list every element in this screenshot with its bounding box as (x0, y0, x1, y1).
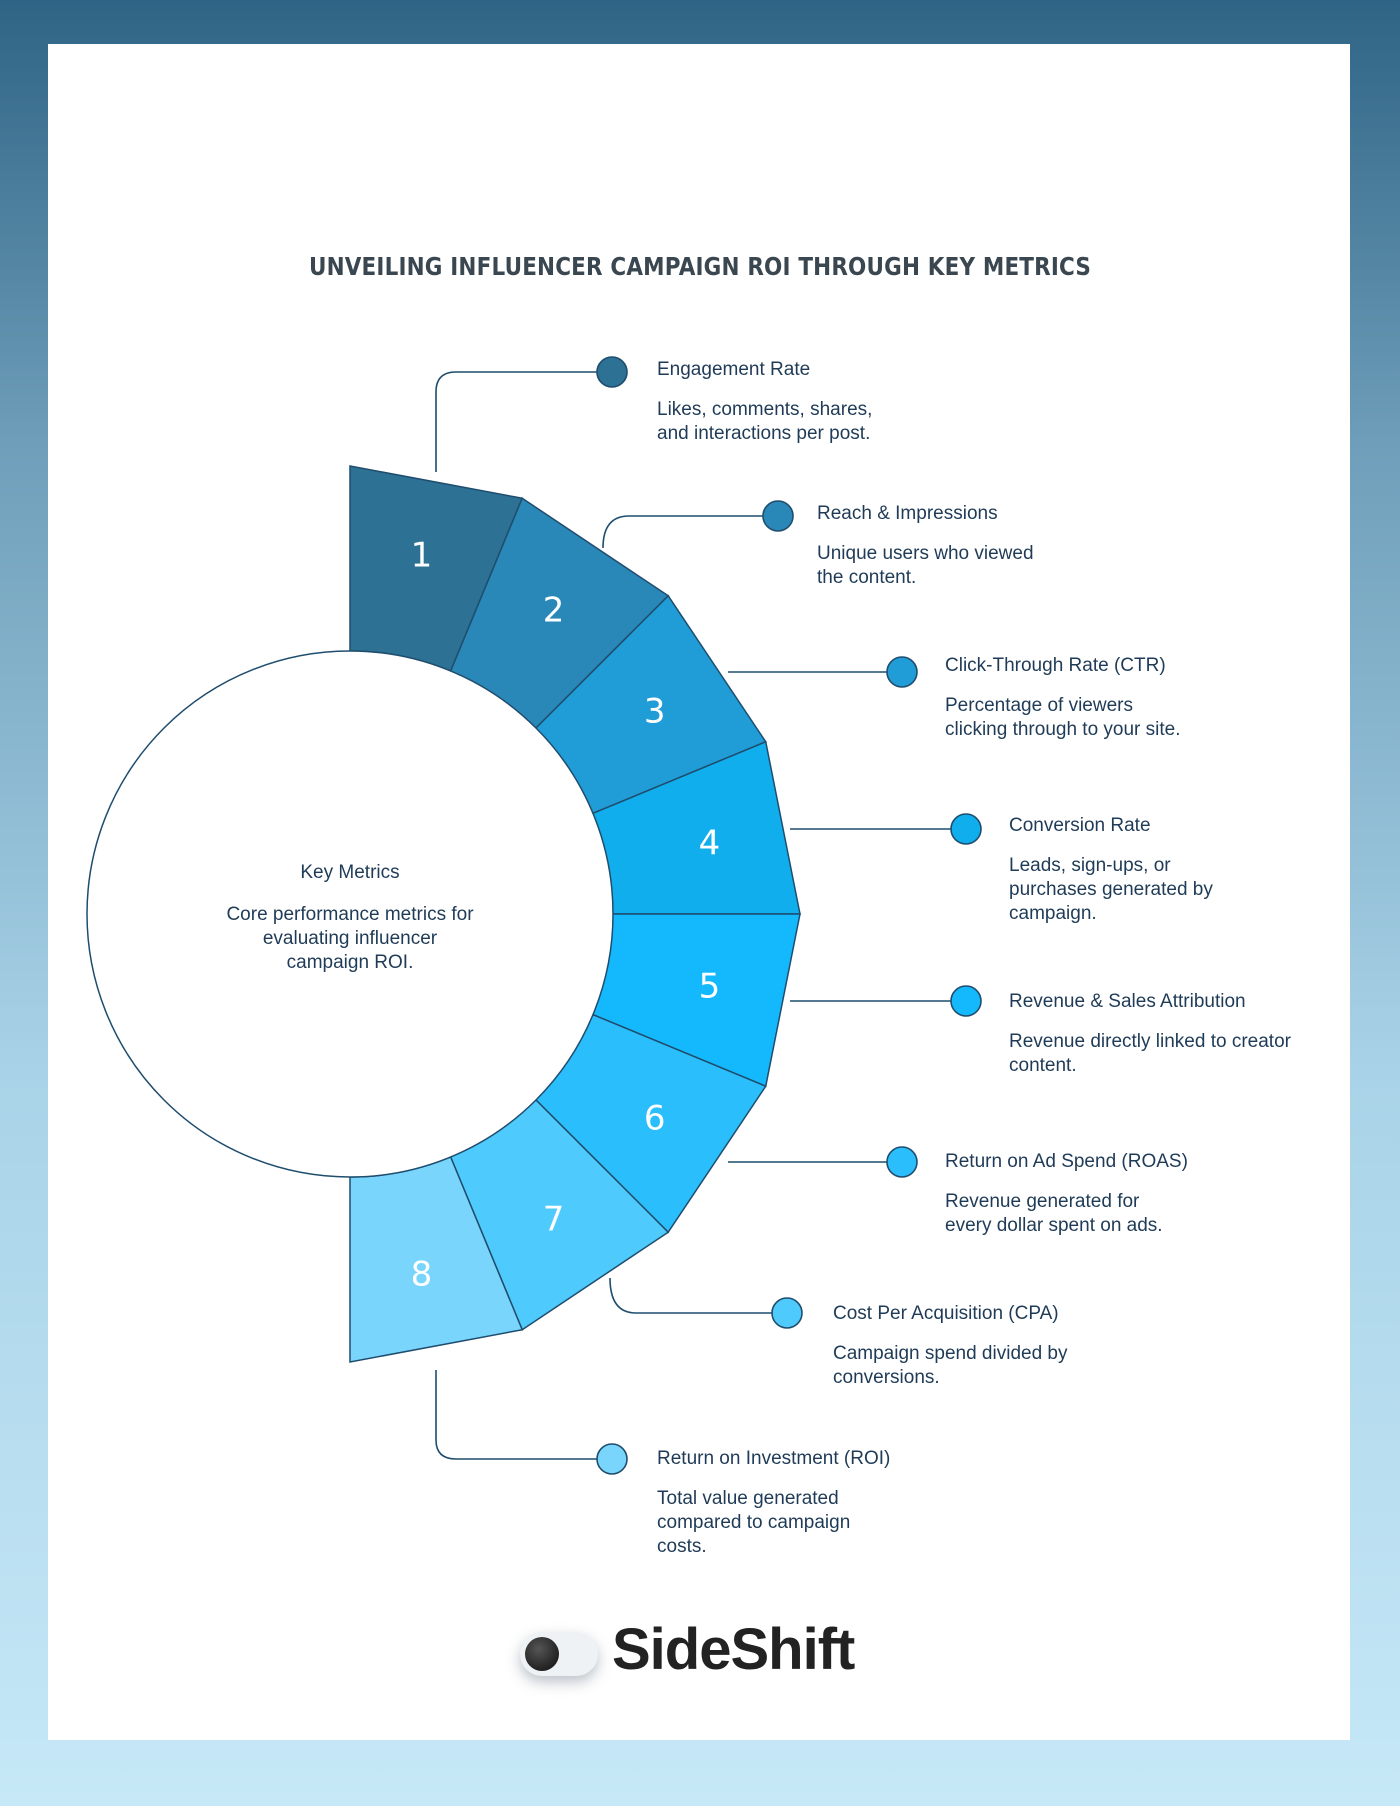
page-title: Unveiling Influencer Campaign ROI Throug… (308, 252, 1092, 281)
metric-title: Click-Through Rate (CTR) (945, 655, 1166, 676)
marker-dot (596, 1443, 628, 1475)
marker-dot (886, 1146, 918, 1178)
segment-number: 5 (699, 967, 721, 1007)
marker-dot (886, 656, 918, 688)
metric-title: Conversion Rate (1009, 815, 1151, 836)
metric-description: Revenue directly linked to creator conte… (1009, 1031, 1291, 1076)
metric-description: Leads, sign-ups, or purchases generated … (1009, 855, 1213, 924)
marker-dot (950, 985, 982, 1017)
connector-line (435, 371, 598, 472)
toggle-icon (520, 1632, 598, 1676)
brand-logo: SideShift (520, 1610, 900, 1700)
center-title: Key Metrics (300, 862, 400, 883)
metric-description: Campaign spend divided by conversions. (833, 1343, 1068, 1388)
segment-number: 8 (411, 1254, 433, 1294)
metric-description: Likes, comments, shares, and interaction… (657, 399, 873, 444)
metric-description: Total value generated compared to campai… (657, 1488, 851, 1557)
connector-line (602, 515, 764, 549)
metric-title: Cost Per Acquisition (CPA) (833, 1303, 1059, 1324)
marker-dot (771, 1297, 803, 1329)
segment-number: 4 (699, 823, 721, 863)
center-description: Core performance metrics for evaluating … (226, 904, 474, 973)
marker-dot (950, 813, 982, 845)
segment-number: 2 (543, 590, 565, 630)
metric-title: Return on Ad Spend (ROAS) (945, 1151, 1188, 1172)
metric-title: Revenue & Sales Attribution (1009, 991, 1246, 1012)
segment-number: 3 (644, 691, 666, 731)
metric-description: Percentage of viewers clicking through t… (945, 695, 1181, 740)
segment-number: 6 (644, 1099, 666, 1139)
metric-description: Revenue generated for every dollar spent… (945, 1191, 1163, 1236)
center-circle (86, 650, 614, 1178)
metric-title: Reach & Impressions (817, 503, 998, 524)
brand-name: SideShift (612, 1617, 855, 1682)
segment-number: 1 (411, 536, 433, 576)
connector-line (609, 1277, 773, 1314)
connector-line (435, 1370, 598, 1460)
metric-title: Engagement Rate (657, 359, 811, 380)
marker-dot (762, 500, 794, 532)
segment-number: 7 (543, 1200, 565, 1240)
marker-dot (596, 356, 628, 388)
metric-description: Unique users who viewed the content. (817, 543, 1034, 588)
metric-title: Return on Investment (ROI) (657, 1448, 891, 1469)
